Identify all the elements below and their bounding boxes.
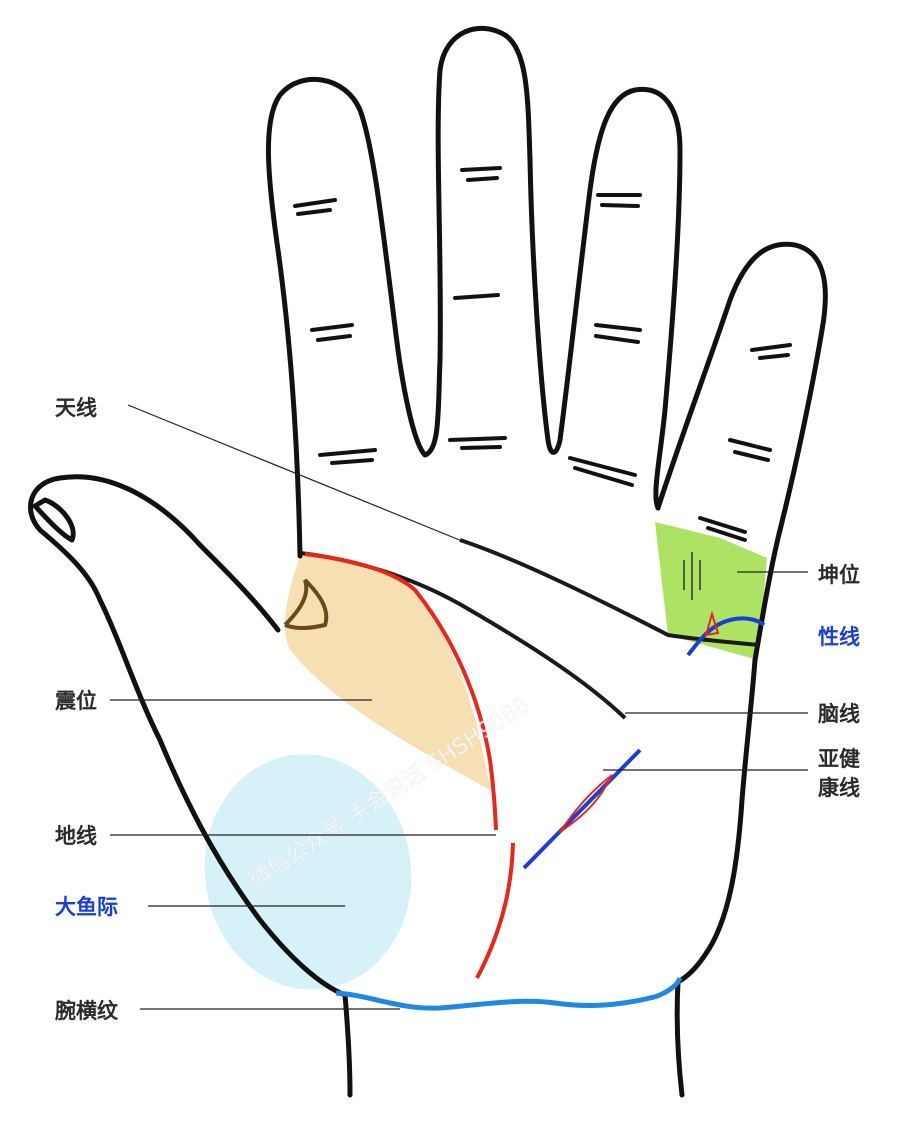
label-subhealth-line-1: 亚健 <box>818 747 860 771</box>
label-zhen-position: 震位 <box>55 689 97 713</box>
finger-creases <box>293 166 792 542</box>
wrist-crease <box>335 976 683 1011</box>
subhealth-line-island <box>559 774 613 833</box>
label-thenar: 大鱼际 <box>55 895 118 919</box>
label-heaven-line: 天线 <box>55 396 97 420</box>
kun-area <box>655 522 767 660</box>
label-earth-line: 地线 <box>55 824 97 848</box>
heaven-line <box>459 538 759 647</box>
earth-line-lower <box>475 842 515 979</box>
label-head-line: 脑线 <box>818 702 860 726</box>
thenar-area <box>204 754 412 990</box>
label-kun-position: 坤位 <box>818 563 860 587</box>
label-sex-line: 性线 <box>818 625 860 649</box>
sex-line <box>686 616 766 657</box>
label-wrist-crease: 腕横纹 <box>55 999 119 1023</box>
label-subhealth-line-2: 康线 <box>818 776 860 800</box>
zhen-area <box>284 556 490 790</box>
subhealth-line <box>522 748 642 870</box>
hand-outline <box>28 25 828 1098</box>
leader-heaven-line <box>127 404 463 542</box>
kun-marks <box>683 552 701 600</box>
earth-line <box>304 552 498 831</box>
sex-line-triangle <box>704 610 720 637</box>
